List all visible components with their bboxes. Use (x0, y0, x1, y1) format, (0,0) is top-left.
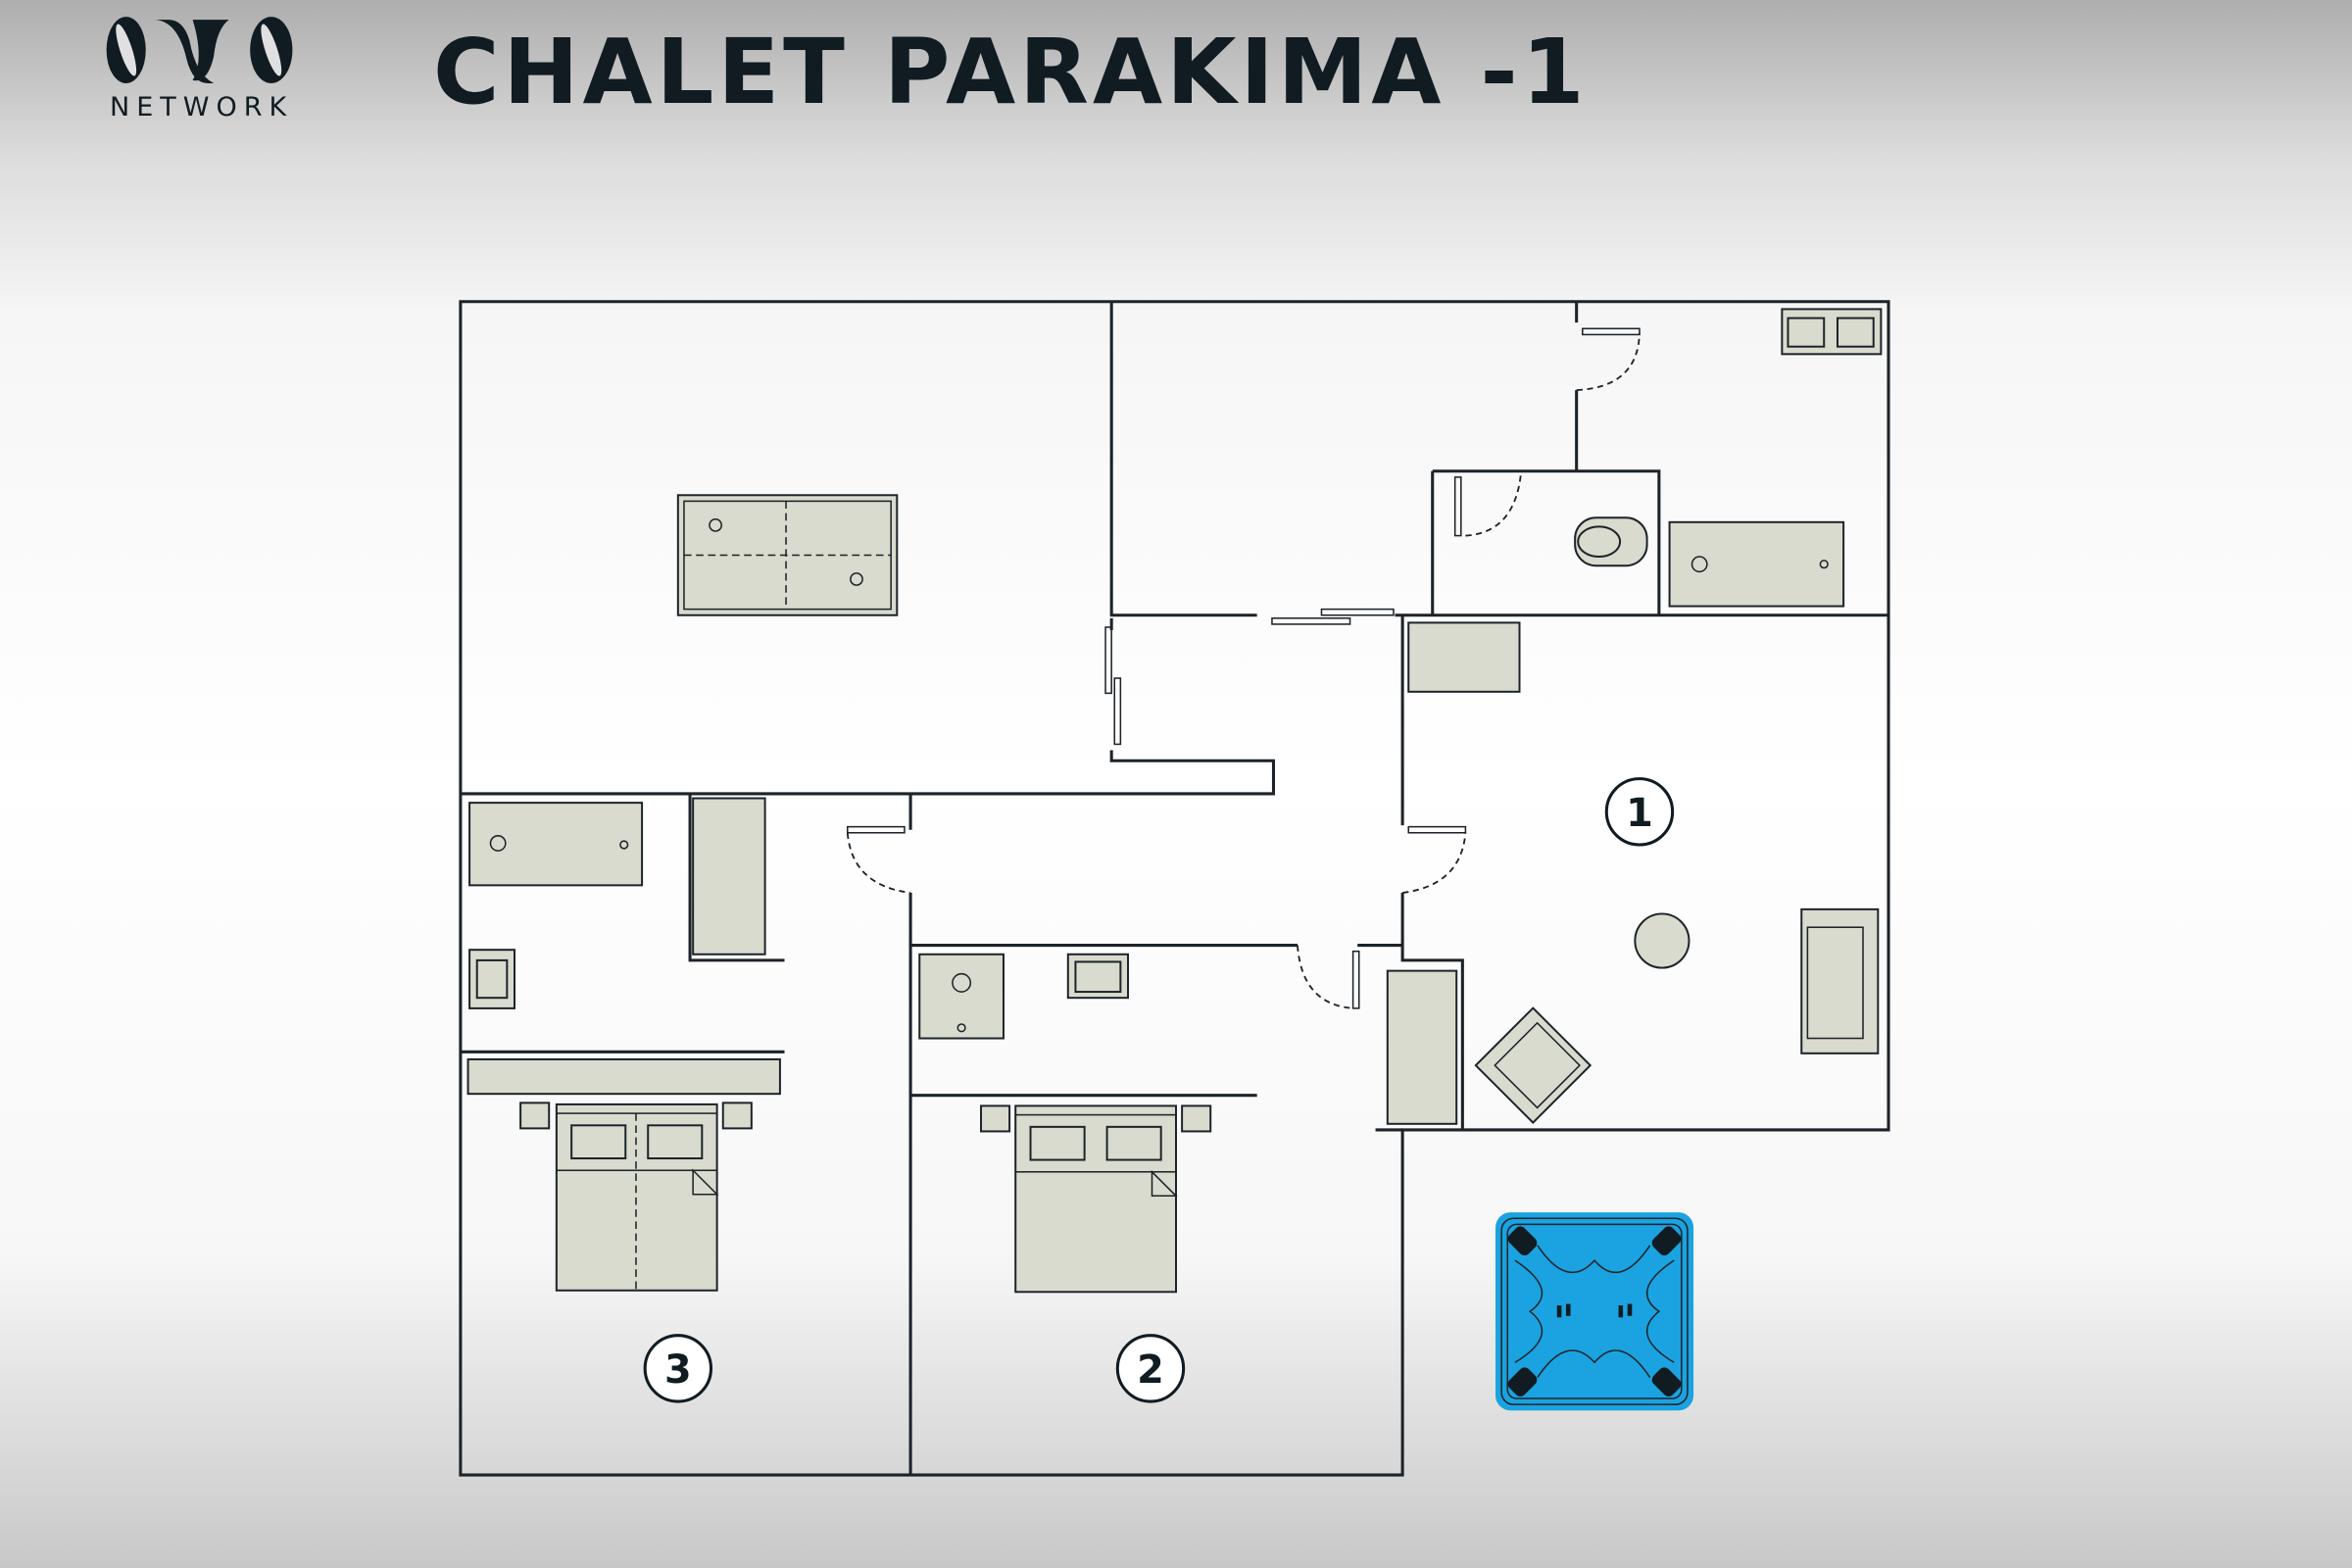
room-label-3: 3 (643, 1334, 713, 1403)
hot-tub (1495, 1212, 1694, 1411)
doors (846, 327, 1641, 1009)
logo-network-text: NETWORK (110, 92, 294, 122)
svg-text:3: 3 (664, 1348, 692, 1393)
walls (459, 300, 1890, 1477)
room-label-1: 1 (1604, 777, 1675, 847)
svg-text:2: 2 (1137, 1348, 1164, 1393)
room-label-2: 2 (1115, 1334, 1186, 1403)
furniture (466, 308, 1883, 1294)
onoo-logo (106, 17, 293, 83)
page-title: CHALET PARAKIMA -1 (433, 20, 1589, 124)
svg-text:1: 1 (1626, 791, 1653, 836)
